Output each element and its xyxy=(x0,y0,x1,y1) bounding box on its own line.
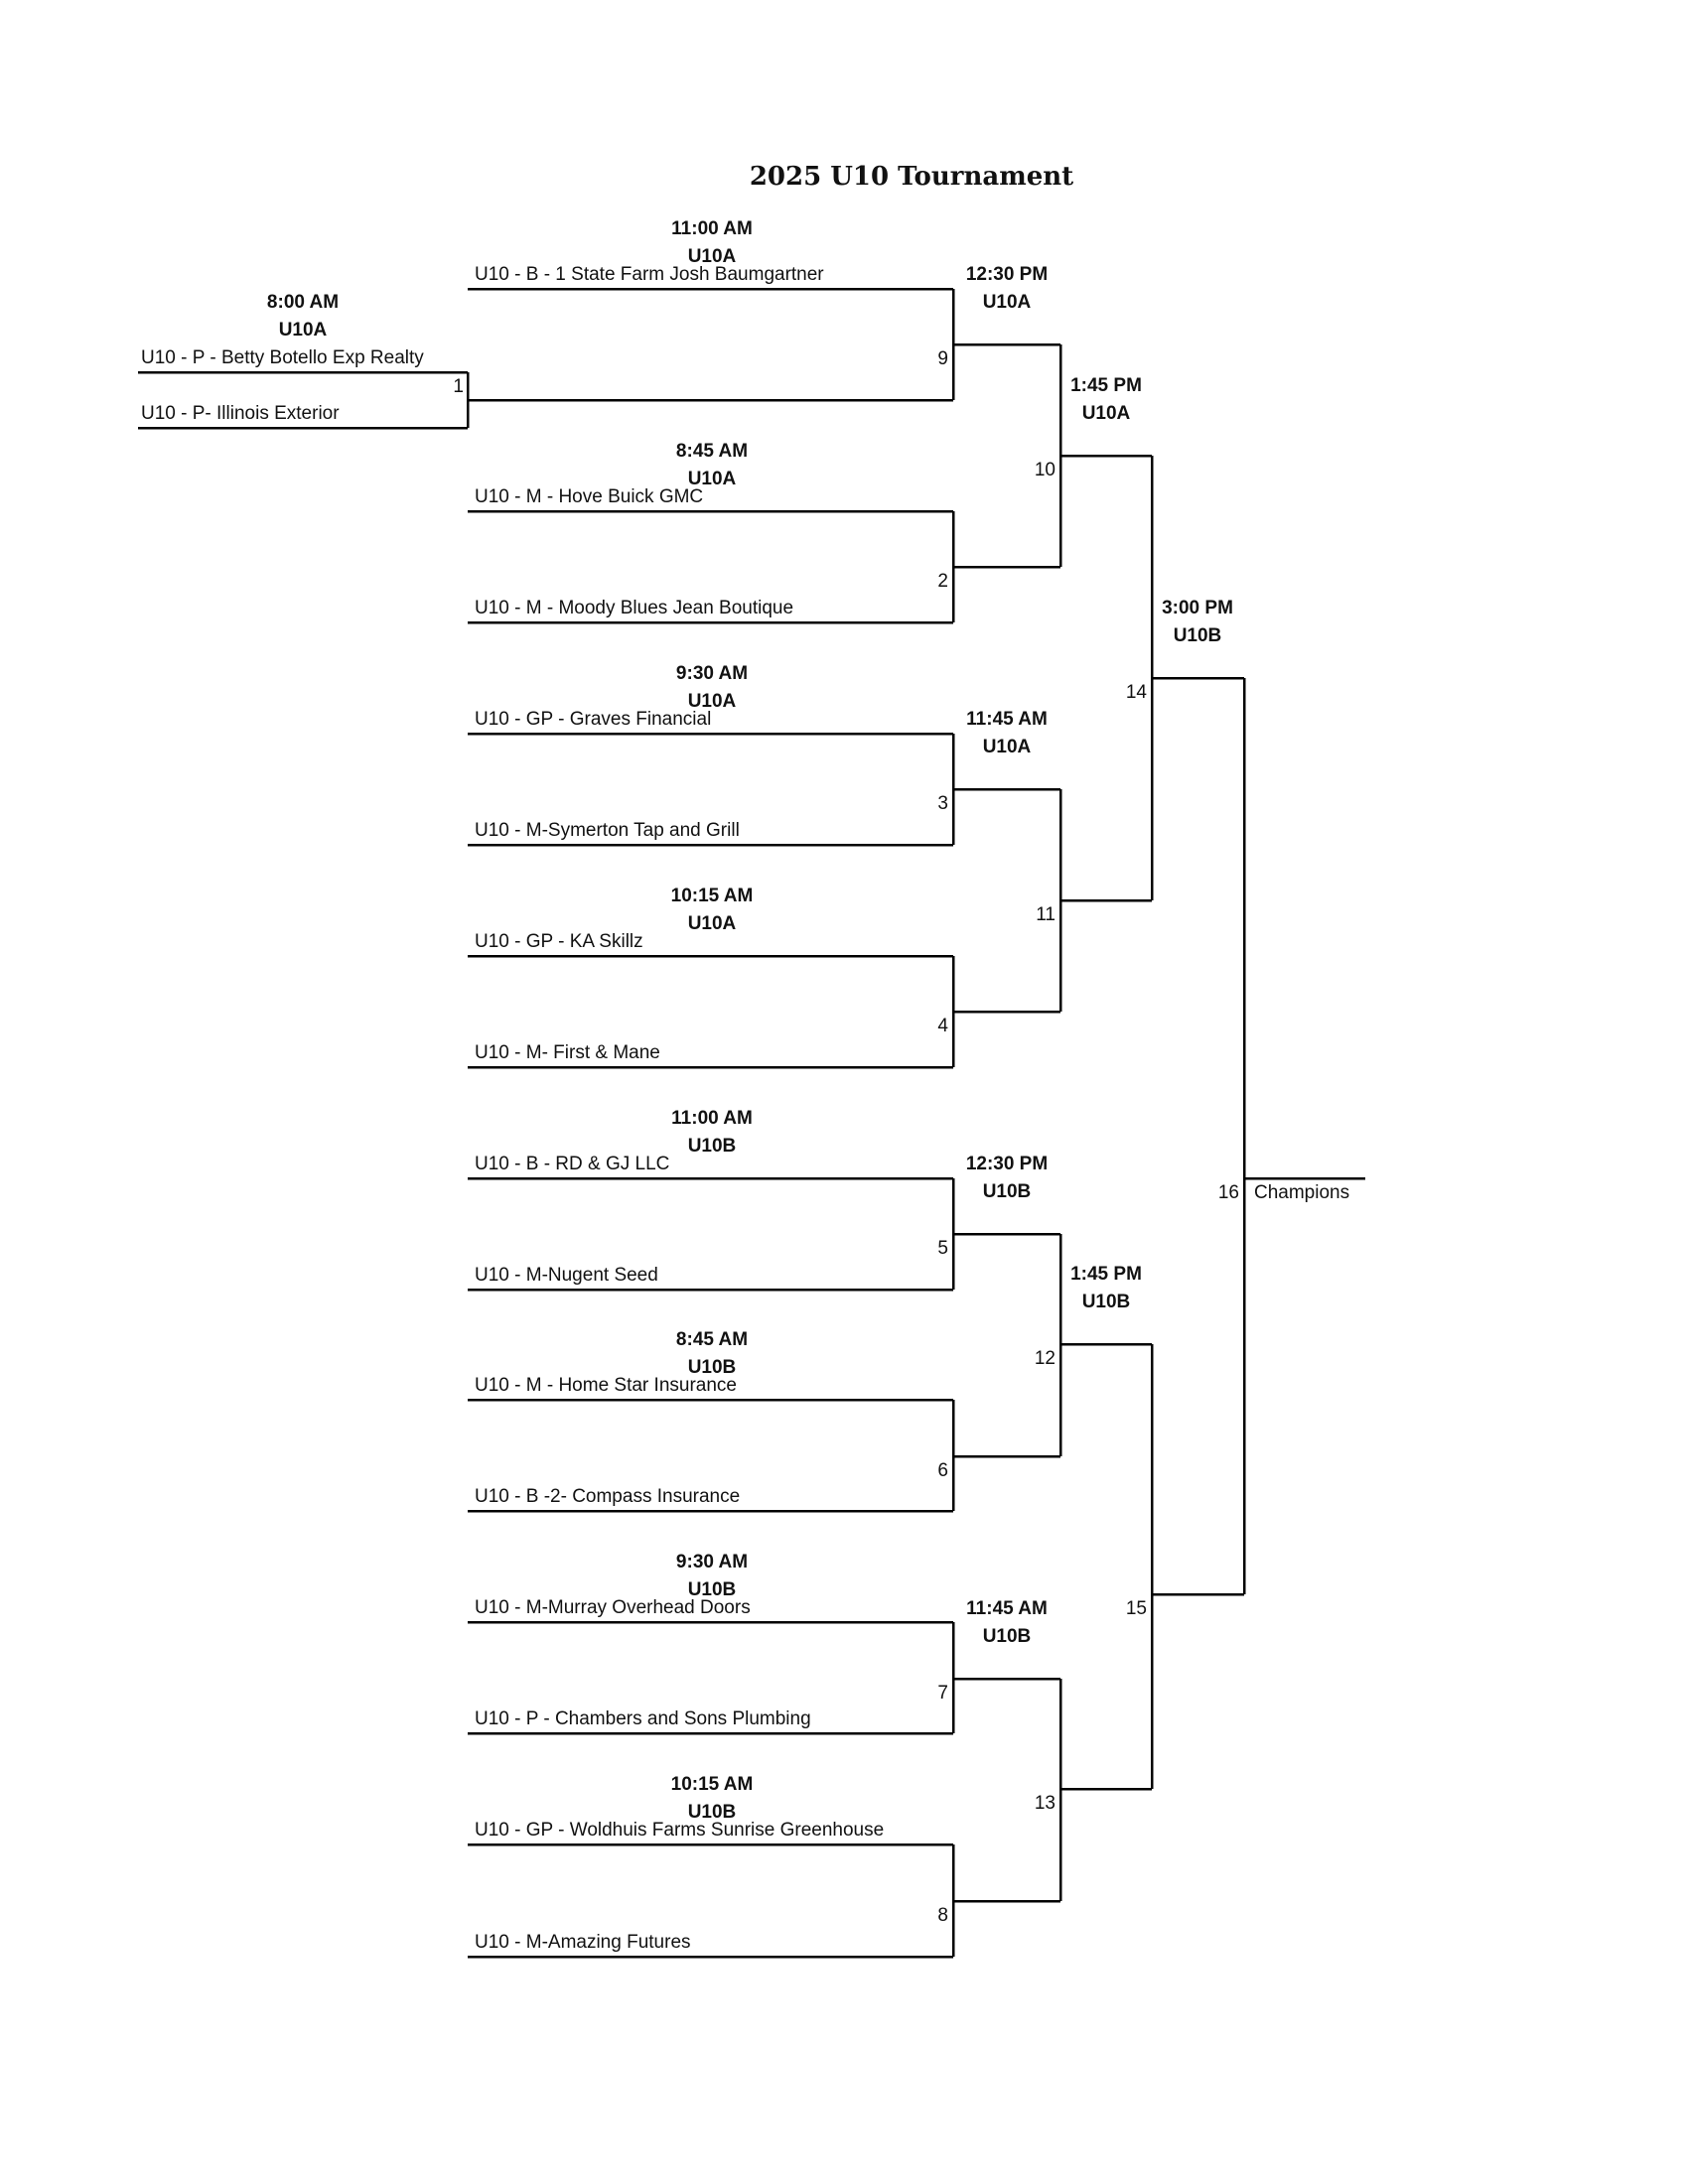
game-time: 8:45 AM xyxy=(676,1329,748,1350)
game-number: 14 xyxy=(1126,682,1148,703)
game-number: 13 xyxy=(1035,1793,1055,1814)
game-time: 8:45 AM xyxy=(676,441,748,462)
game-division: U10A xyxy=(983,292,1032,313)
game-number: 5 xyxy=(937,1238,948,1259)
game-number: 12 xyxy=(1035,1348,1055,1369)
game-number: 7 xyxy=(937,1683,948,1704)
game-time: 11:00 AM xyxy=(671,218,753,239)
game-division: U10B xyxy=(983,1626,1032,1647)
game-time: 11:00 AM xyxy=(671,1108,753,1129)
team-name: U10 - M - Moody Blues Jean Boutique xyxy=(475,598,793,618)
game-number: 16 xyxy=(1218,1182,1239,1203)
game-number: 10 xyxy=(1035,460,1055,480)
team-name: U10 - M - Home Star Insurance xyxy=(475,1375,737,1396)
game-time: 11:45 AM xyxy=(966,1598,1048,1619)
team-name: U10 - M- First & Mane xyxy=(475,1042,660,1063)
game-division: U10B xyxy=(688,1136,737,1157)
team-name: U10 - P- Illinois Exterior xyxy=(141,403,340,424)
bracket-title: 2025 U10 Tournament xyxy=(750,162,1073,192)
team-name: U10 - GP - Graves Financial xyxy=(475,709,711,730)
game-division: U10B xyxy=(688,1802,737,1823)
team-name: U10 - M-Murray Overhead Doors xyxy=(475,1597,751,1618)
game-number: 11 xyxy=(1036,904,1055,925)
champion-label: Champions xyxy=(1254,1182,1349,1203)
team-name: U10 - P - Betty Botello Exp Realty xyxy=(141,347,424,368)
bracket-lines xyxy=(138,287,1365,1959)
game-time: 9:30 AM xyxy=(676,663,748,684)
game-time: 10:15 AM xyxy=(671,886,754,906)
game-division: U10A xyxy=(279,320,328,341)
game-division: U10A xyxy=(1082,403,1131,424)
game-time: 12:30 PM xyxy=(966,264,1048,285)
game-number: 2 xyxy=(937,571,948,592)
game-division: U10A xyxy=(688,469,737,489)
team-name: U10 - M - Hove Buick GMC xyxy=(475,486,703,507)
game-division: U10B xyxy=(688,1579,737,1600)
game-division: U10B xyxy=(1174,625,1222,646)
team-name: U10 - GP - KA Skillz xyxy=(475,931,643,952)
team-name: U10 - M-Amazing Futures xyxy=(475,1932,691,1953)
game-division: U10B xyxy=(688,1357,737,1378)
game-time: 11:45 AM xyxy=(966,709,1048,730)
game-time: 3:00 PM xyxy=(1162,598,1233,618)
team-name: U10 - B - 1 State Farm Josh Baumgartner xyxy=(475,264,824,285)
team-name: U10 - GP - Woldhuis Farms Sunrise Greenh… xyxy=(475,1820,884,1841)
team-name: U10 - M-Symerton Tap and Grill xyxy=(475,820,740,841)
game-time: 1:45 PM xyxy=(1070,375,1142,396)
game-time: 12:30 PM xyxy=(966,1154,1048,1174)
game-division: U10A xyxy=(688,691,737,712)
game-division: U10A xyxy=(688,913,737,934)
team-name: U10 - M-Nugent Seed xyxy=(475,1265,658,1286)
game-time: 9:30 AM xyxy=(676,1552,748,1572)
game-division: U10B xyxy=(983,1181,1032,1202)
game-number: 8 xyxy=(937,1905,948,1926)
game-number: 3 xyxy=(937,793,948,814)
game-division: U10B xyxy=(1082,1292,1131,1312)
team-name: U10 - B -2- Compass Insurance xyxy=(475,1486,740,1507)
game-number: 4 xyxy=(937,1016,948,1036)
game-time: 10:15 AM xyxy=(671,1774,754,1795)
game-number: 1 xyxy=(453,376,464,397)
team-name: U10 - P - Chambers and Sons Plumbing xyxy=(475,1708,811,1729)
game-number: 9 xyxy=(937,348,948,369)
game-division: U10A xyxy=(688,246,737,267)
game-division: U10A xyxy=(983,737,1032,757)
game-time: 8:00 AM xyxy=(267,292,339,313)
game-time: 1:45 PM xyxy=(1070,1264,1142,1285)
game-number: 15 xyxy=(1126,1598,1147,1619)
game-number: 6 xyxy=(937,1460,948,1481)
team-name: U10 - B - RD & GJ LLC xyxy=(475,1154,669,1174)
